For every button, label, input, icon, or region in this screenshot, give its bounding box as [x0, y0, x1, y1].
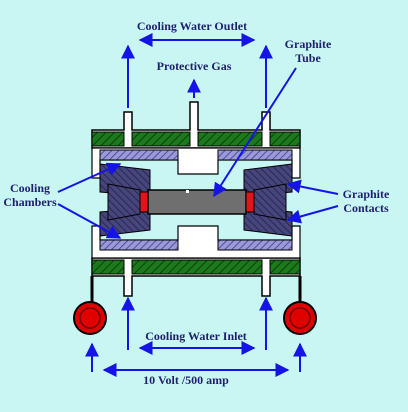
protective-gas-label: Protective Gas	[157, 59, 232, 73]
cooling-chambers-pointer-arrows	[57, 162, 122, 239]
graphite-tube	[139, 189, 255, 215]
terminal-right	[283, 276, 317, 335]
cooling-water-inlet-arrows	[121, 296, 273, 355]
cooling-water-outlet-label: Cooling Water Outlet	[137, 19, 247, 33]
cooling-chambers-label-line2: Chambers	[3, 195, 57, 209]
power-supply-label: 10 Volt /500 amp	[143, 373, 229, 387]
cooling-water-outlet-arrows	[121, 33, 273, 108]
graphite-tube-label-line1: Graphite	[285, 37, 332, 51]
graphite-contacts-pointer-arrows	[286, 179, 339, 224]
cooling-chamber-bottom	[99, 239, 293, 251]
cooling-chamber-top	[99, 149, 293, 161]
water-jacket-bottom	[91, 259, 301, 275]
graphite-contacts-label-line1: Graphite	[343, 187, 390, 201]
cooling-chambers-label-line1: Cooling	[10, 181, 50, 195]
power-supply-arrows	[85, 342, 307, 377]
terminal-left	[73, 276, 107, 335]
graphite-tube-label-line2: Tube	[295, 51, 321, 65]
graphite-contact-right	[243, 163, 293, 237]
cooling-water-inlet-label: Cooling Water Inlet	[145, 329, 247, 343]
graphite-tube-pointer-arrow	[213, 67, 297, 198]
water-jacket-top	[91, 131, 301, 147]
graphite-contacts-label-line2: Contacts	[343, 201, 389, 215]
